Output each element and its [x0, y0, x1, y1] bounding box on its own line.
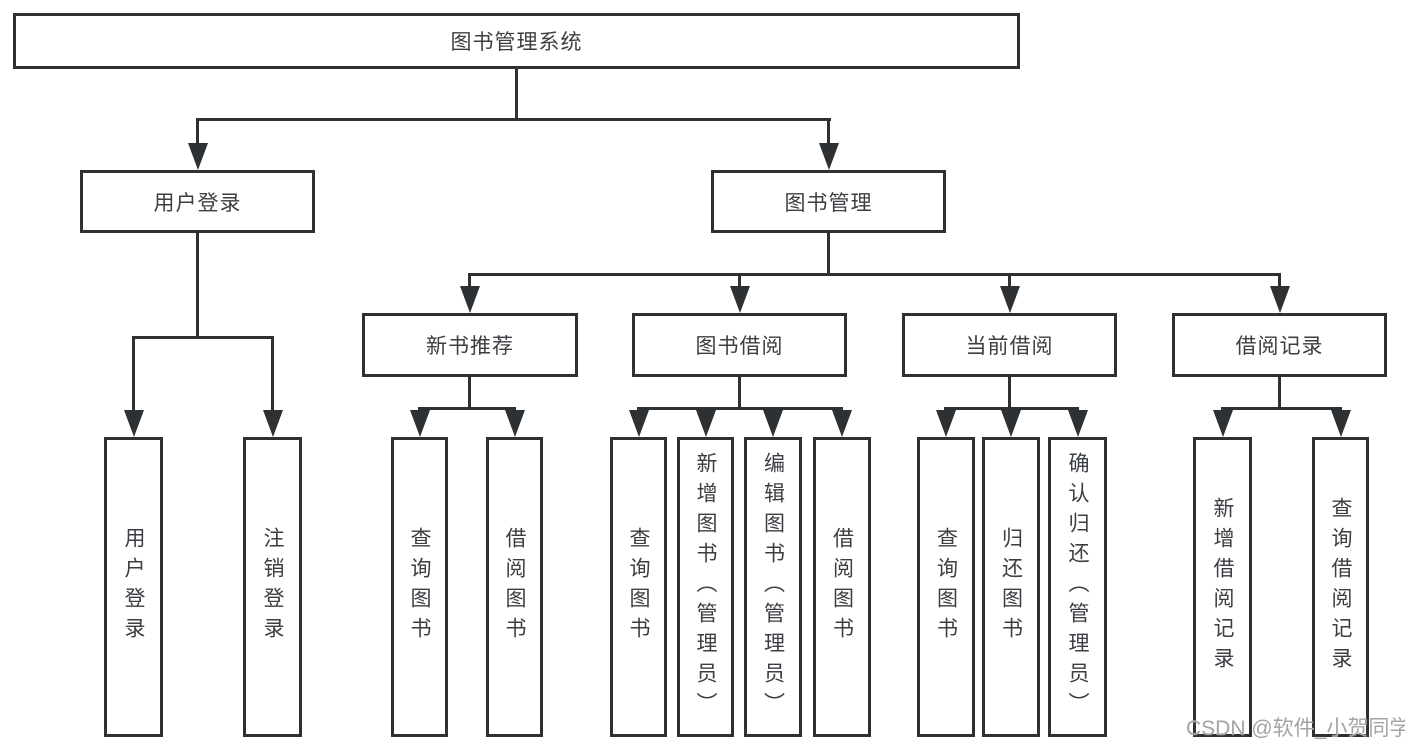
connector-line [1008, 377, 1011, 407]
connector-line [704, 407, 707, 412]
node-book-borrow-label: 图书借阅 [695, 335, 784, 358]
arrowhead [1331, 410, 1351, 437]
arrowhead [629, 410, 649, 437]
connector-line [827, 118, 830, 144]
leaf-borrow-book-1: 借阅图书 [486, 437, 543, 737]
connector-line [1009, 407, 1012, 412]
connector-line [132, 336, 135, 411]
leaf-borrow-book-1-label: 借阅图书 [503, 527, 526, 647]
leaf-add-book-admin: 新增图书（管理员） [677, 437, 734, 737]
arrowhead [936, 410, 956, 437]
leaf-add-book-admin-label: 新增图书（管理员） [694, 452, 717, 722]
connector-line [1339, 407, 1342, 412]
node-book-management: 图书管理 [711, 170, 946, 233]
leaf-logout-label: 注销登录 [261, 527, 284, 647]
leaf-borrow-book-2: 借阅图书 [813, 437, 871, 737]
arrowhead [819, 143, 839, 170]
arrowhead [730, 286, 750, 313]
arrowhead [124, 410, 144, 437]
arrowhead [188, 143, 208, 170]
arrowhead [763, 410, 783, 437]
node-user-login-label: 用户登录 [153, 191, 242, 215]
connector-line [840, 407, 843, 412]
node-new-book-recommend: 新书推荐 [362, 313, 578, 377]
leaf-borrow-book-2-label: 借阅图书 [830, 527, 854, 647]
node-user-login: 用户登录 [80, 170, 315, 233]
leaf-query-book-2: 查询图书 [610, 437, 667, 737]
connector-line [738, 273, 741, 287]
arrowhead [696, 410, 716, 437]
connector-line [1278, 377, 1281, 407]
connector-line [637, 407, 843, 410]
node-root-label: 图书管理系统 [450, 31, 583, 54]
connector-line [196, 118, 831, 121]
node-current-borrow-label: 当前借阅 [965, 335, 1054, 358]
leaf-query-book-3: 查询图书 [917, 437, 975, 737]
arrowhead [1001, 410, 1021, 437]
connector-line [637, 407, 640, 412]
connector-line [132, 336, 273, 339]
arrowhead [263, 410, 283, 437]
arrowhead [1000, 286, 1020, 313]
connector-line [771, 407, 774, 412]
connector-line [515, 69, 518, 118]
node-new-book-recommend-label: 新书推荐 [426, 335, 514, 358]
connector-line [1221, 407, 1342, 410]
node-current-borrow: 当前借阅 [902, 313, 1117, 377]
connector-line [1076, 407, 1079, 412]
leaf-query-book-2-label: 查询图书 [627, 527, 650, 647]
node-book-management-label: 图书管理 [784, 191, 873, 215]
leaf-query-borrow-record-label: 查询借阅记录 [1329, 497, 1352, 677]
csdn-watermark: CSDN @软件_小贺同学 [1186, 717, 1405, 740]
leaf-edit-book-admin-label: 编辑图书（管理员） [761, 452, 785, 722]
node-root: 图书管理系统 [13, 13, 1020, 69]
node-borrow-records: 借阅记录 [1172, 313, 1387, 377]
connector-line [468, 377, 471, 407]
connector-line [738, 377, 741, 407]
leaf-user-login-label: 用户登录 [122, 527, 145, 647]
leaf-query-book-1: 查询图书 [391, 437, 448, 737]
connector-line [418, 407, 421, 412]
connector-line [196, 118, 199, 144]
connector-line [468, 273, 471, 287]
arrowhead [505, 410, 525, 437]
connector-line [1008, 273, 1011, 287]
connector-line [196, 233, 199, 336]
leaf-query-book-1-label: 查询图书 [408, 527, 431, 647]
leaf-query-borrow-record: 查询借阅记录 [1312, 437, 1369, 737]
leaf-edit-book-admin: 编辑图书（管理员） [744, 437, 802, 737]
connector-line [271, 336, 274, 411]
leaf-confirm-return-admin-label: 确认归还（管理员） [1066, 452, 1089, 722]
connector-line [418, 407, 516, 410]
arrowhead [1213, 410, 1233, 437]
connector-line [513, 407, 516, 412]
connector-line [1278, 273, 1281, 287]
leaf-logout: 注销登录 [243, 437, 302, 737]
connector-line [1221, 407, 1224, 412]
leaf-user-login: 用户登录 [104, 437, 163, 737]
arrowhead [1068, 410, 1088, 437]
leaf-add-borrow-record-label: 新增借阅记录 [1211, 497, 1234, 677]
arrowhead [832, 410, 852, 437]
connector-line [944, 407, 947, 412]
node-borrow-records-label: 借阅记录 [1235, 335, 1324, 358]
connector-line [468, 273, 1280, 276]
arrowhead [1270, 286, 1290, 313]
connector-line [827, 233, 830, 273]
leaf-return-book: 归还图书 [982, 437, 1040, 737]
arrowhead [460, 286, 480, 313]
leaf-add-borrow-record: 新增借阅记录 [1193, 437, 1252, 737]
node-book-borrow: 图书借阅 [632, 313, 847, 377]
leaf-confirm-return-admin: 确认归还（管理员） [1048, 437, 1107, 737]
arrowhead [410, 410, 430, 437]
leaf-return-book-label: 归还图书 [999, 527, 1023, 647]
leaf-query-book-3-label: 查询图书 [934, 527, 958, 647]
